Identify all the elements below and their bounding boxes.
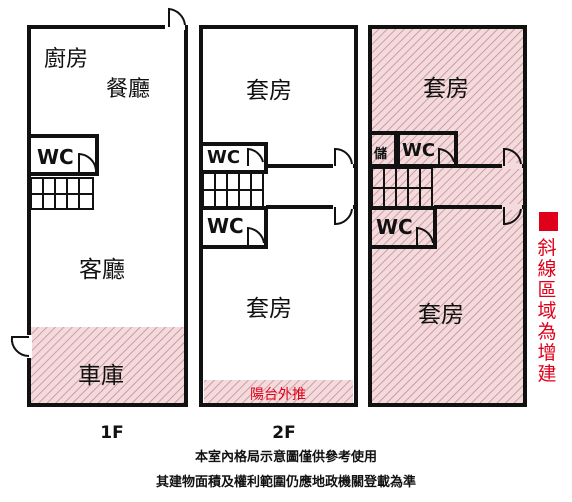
room-wc-upper: WC (207, 147, 240, 168)
room-suite-top: 套房 (246, 78, 292, 104)
wc-3f-lower-box (368, 206, 437, 249)
wc-3f-upper-box (394, 131, 458, 168)
stairs-3f-icon (371, 167, 433, 209)
room-storage: 儲 (373, 146, 387, 162)
door-gap (502, 204, 522, 210)
entry-door-swing-icon (168, 7, 186, 27)
floor-2f: 套房 WC WC 套房 陽台外推 2F (199, 25, 358, 443)
wc-door-swing-icon (438, 147, 455, 166)
stairs-2f-icon (202, 171, 264, 209)
garage-hatch-area (31, 327, 184, 404)
floor-label-1f: 1F (100, 423, 123, 443)
room-garage: 車庫 (78, 363, 124, 389)
suite-door-swing-icon (503, 147, 522, 166)
floor-label-2f: 2F (272, 423, 295, 443)
door-gap (333, 204, 353, 210)
legend-swatch (539, 212, 558, 231)
wc-door-swing-icon (247, 147, 264, 166)
floor-1f: 廚房 餐廳 WC 客廳 車庫 1F (10, 7, 188, 443)
room-suite-bottom: 套房 (418, 302, 464, 328)
room-kitchen: 廚房 (44, 47, 88, 72)
wc-1f-box (27, 134, 99, 176)
door-gap (333, 163, 353, 169)
room-wc-upper: WC (402, 140, 435, 161)
floor-3f: 套房 儲 WC WC 套房 (368, 25, 527, 407)
wc-2f-lower-box (199, 206, 268, 249)
stairs-1f-icon (30, 177, 94, 210)
room-wc-lower: WC (376, 215, 413, 239)
suite-door-swing-icon (334, 207, 353, 226)
room-wc-lower: WC (207, 214, 244, 238)
door-gap (502, 163, 522, 169)
wc-door-swing-icon (78, 152, 97, 174)
room-suite-bottom: 套房 (246, 296, 292, 322)
floor-1f-outline (27, 25, 188, 407)
wc-door-swing-icon (416, 226, 434, 247)
door-gap (26, 335, 32, 358)
balcony-hatch-area (204, 380, 353, 404)
wc-door-swing-icon (247, 226, 265, 247)
floor-3f-hatch-area (372, 29, 523, 403)
side-door-swing-icon (10, 336, 30, 358)
balcony-label: 陽台外推 (250, 387, 306, 403)
room-suite-top: 套房 (423, 76, 469, 102)
disclaimer-line-2: 其建物面積及權利範圍仍應地政機關登載為準 (155, 475, 416, 490)
disclaimer-line-1: 本室內格局示意圖僅供參考使用 (194, 450, 377, 465)
room-living: 客廳 (79, 257, 125, 283)
room-dining: 餐廳 (106, 77, 150, 102)
suite-door-swing-icon (334, 147, 353, 166)
legend-text: 斜線區域為增建 (537, 237, 557, 385)
door-gap (165, 24, 185, 30)
suite-door-swing-icon (503, 207, 522, 226)
room-wc: WC (37, 145, 74, 169)
